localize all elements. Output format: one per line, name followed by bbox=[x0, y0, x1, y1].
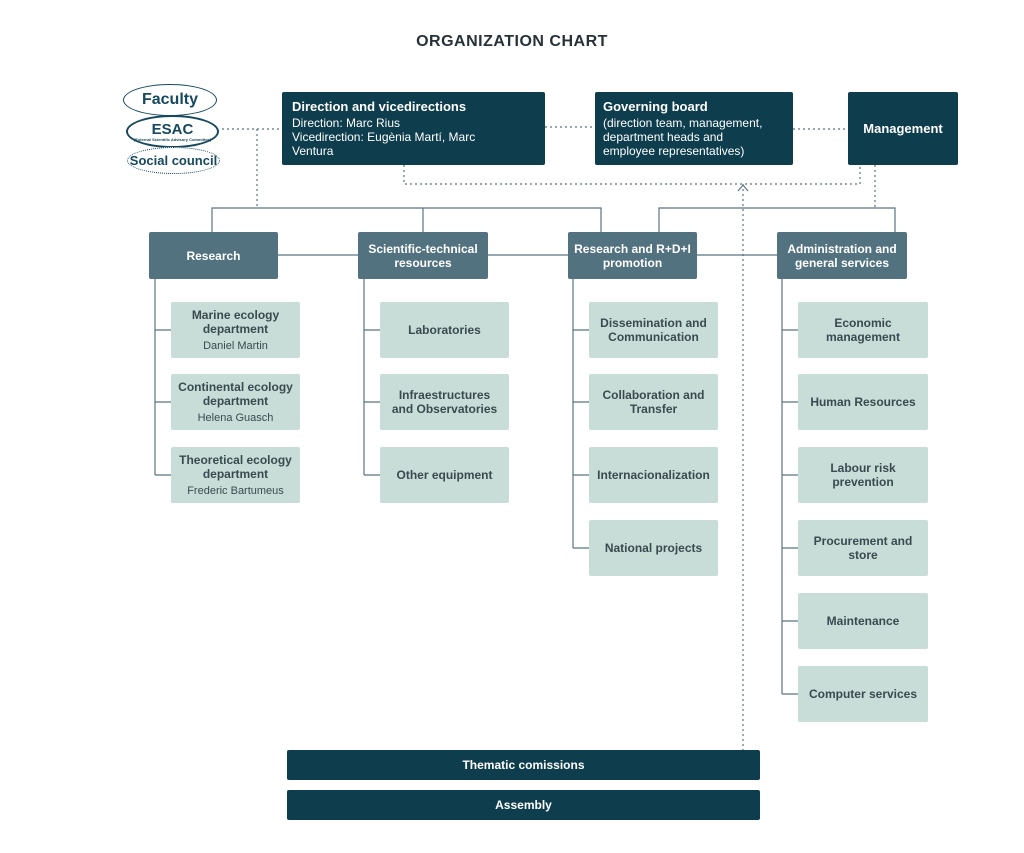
rdi-box: Research and R+D+I promotion bbox=[568, 232, 697, 279]
arrow-head bbox=[737, 184, 749, 192]
item-line1: Other equipment bbox=[396, 468, 493, 482]
item-line1: Internacionalization bbox=[597, 468, 710, 482]
direction-management-link bbox=[403, 165, 861, 185]
item-line1: Infraestructures bbox=[398, 388, 491, 402]
assembly-label: Assembly bbox=[495, 798, 552, 812]
scitech-label-1: Scientific-technical bbox=[368, 241, 478, 256]
item-person: Daniel Martin bbox=[203, 339, 268, 352]
esac-sublabel: (External Scientific Advisory Committee) bbox=[133, 136, 212, 142]
admin-item-economic: Economic management bbox=[798, 302, 928, 358]
governing-board-line3: employee representatives) bbox=[603, 144, 745, 158]
direction-line: Direction: Marc Rius bbox=[292, 116, 401, 130]
social-council-ellipse: Social council bbox=[127, 147, 220, 174]
item-line2: management bbox=[825, 330, 901, 344]
vicedirection-line: Vicedirection: Eugènia Martí, Marc bbox=[292, 130, 476, 144]
thematic-label: Thematic comissions bbox=[462, 758, 585, 772]
item-line2: Transfer bbox=[629, 402, 678, 416]
item-line2: and Observatories bbox=[391, 402, 498, 416]
scitech-item-infraestructures: Infraestructures and Observatories bbox=[380, 374, 509, 430]
social-council-label: Social council bbox=[129, 153, 218, 168]
admin-item-human-resources: Human Resources bbox=[798, 374, 928, 430]
research-item-theoretical: Theoretical ecology department Frederic … bbox=[171, 447, 300, 503]
item-line2: department bbox=[202, 321, 269, 336]
right-bus bbox=[658, 207, 896, 232]
item-line1: Collaboration and bbox=[602, 388, 705, 402]
admin-label-2: general services bbox=[794, 255, 890, 270]
item-line1: Human Resources bbox=[810, 395, 916, 409]
item-line1: Economic bbox=[834, 316, 892, 330]
thematic-commissions-bar: Thematic comissions bbox=[287, 750, 760, 780]
scitech-label-2: resources bbox=[394, 255, 452, 270]
item-line2: store bbox=[848, 548, 878, 562]
research-box: Research bbox=[149, 232, 278, 279]
admin-item-maintenance: Maintenance bbox=[798, 593, 928, 649]
item-line2: Communication bbox=[608, 330, 699, 344]
scitech-item-other-equipment: Other equipment bbox=[380, 447, 509, 503]
governing-board-line2: department heads and bbox=[603, 130, 724, 144]
item-person: Frederic Bartumeus bbox=[187, 484, 284, 497]
management-box: Management bbox=[848, 92, 958, 165]
item-line1: Computer services bbox=[808, 687, 918, 701]
governing-board-box: Governing board (direction team, managem… bbox=[595, 92, 793, 165]
esac-ellipse: ESAC (External Scientific Advisory Commi… bbox=[126, 115, 219, 148]
item-line2: department bbox=[202, 393, 269, 408]
admin-box: Administration and general services bbox=[777, 232, 907, 279]
item-person: Helena Guasch bbox=[197, 411, 274, 424]
rdi-item-dissemination: Dissemination and Communication bbox=[589, 302, 718, 358]
admin-item-procurement: Procurement and store bbox=[798, 520, 928, 576]
direction-title: Direction and vicedirections bbox=[292, 99, 467, 114]
research-item-marine: Marine ecology department Daniel Martin bbox=[171, 302, 300, 358]
scitech-box: Scientific-technical resources bbox=[358, 232, 488, 279]
management-label: Management bbox=[863, 121, 943, 136]
rdi-item-internacionalization: Internacionalization bbox=[589, 447, 718, 503]
item-line1: Procurement and bbox=[813, 534, 913, 548]
governing-board-line1: (direction team, management, bbox=[603, 116, 763, 130]
item-line1: Dissemination and bbox=[600, 316, 707, 330]
rdi-label-1: Research and R+D+I bbox=[574, 241, 691, 256]
item-line1: Marine ecology bbox=[191, 307, 280, 322]
assembly-bar: Assembly bbox=[287, 790, 760, 820]
rdi-item-collaboration: Collaboration and Transfer bbox=[589, 374, 718, 430]
item-line1: Continental ecology bbox=[178, 379, 293, 394]
vicedirection-line-cont: Ventura bbox=[292, 144, 334, 158]
item-line2: department bbox=[202, 466, 269, 481]
item-line1: Labour risk bbox=[830, 461, 896, 475]
faculty-label: Faculty bbox=[141, 91, 198, 108]
rdi-label-2: promotion bbox=[602, 255, 663, 270]
research-item-continental: Continental ecology department Helena Gu… bbox=[171, 374, 300, 430]
direction-box: Direction and vicedirections Direction: … bbox=[282, 92, 545, 165]
item-line1: National projects bbox=[604, 541, 703, 555]
rdi-item-national-projects: National projects bbox=[589, 520, 718, 576]
item-line1: Maintenance bbox=[826, 614, 900, 628]
item-line2: prevention bbox=[832, 475, 894, 489]
faculty-ellipse: Faculty bbox=[123, 84, 217, 116]
item-line1: Theoretical ecology bbox=[179, 452, 292, 467]
page-title: ORGANIZATION CHART bbox=[416, 33, 608, 50]
left-bus bbox=[211, 207, 602, 232]
admin-label-1: Administration and bbox=[787, 241, 897, 256]
scitech-item-laboratories: Laboratories bbox=[380, 302, 509, 358]
admin-item-labour-risk: Labour risk prevention bbox=[798, 447, 928, 503]
item-line1: Laboratories bbox=[408, 323, 481, 337]
governing-board-title: Governing board bbox=[603, 99, 708, 114]
admin-item-computer-services: Computer services bbox=[798, 666, 928, 722]
esac-label: ESAC bbox=[151, 120, 194, 138]
research-label: Research bbox=[186, 248, 241, 263]
